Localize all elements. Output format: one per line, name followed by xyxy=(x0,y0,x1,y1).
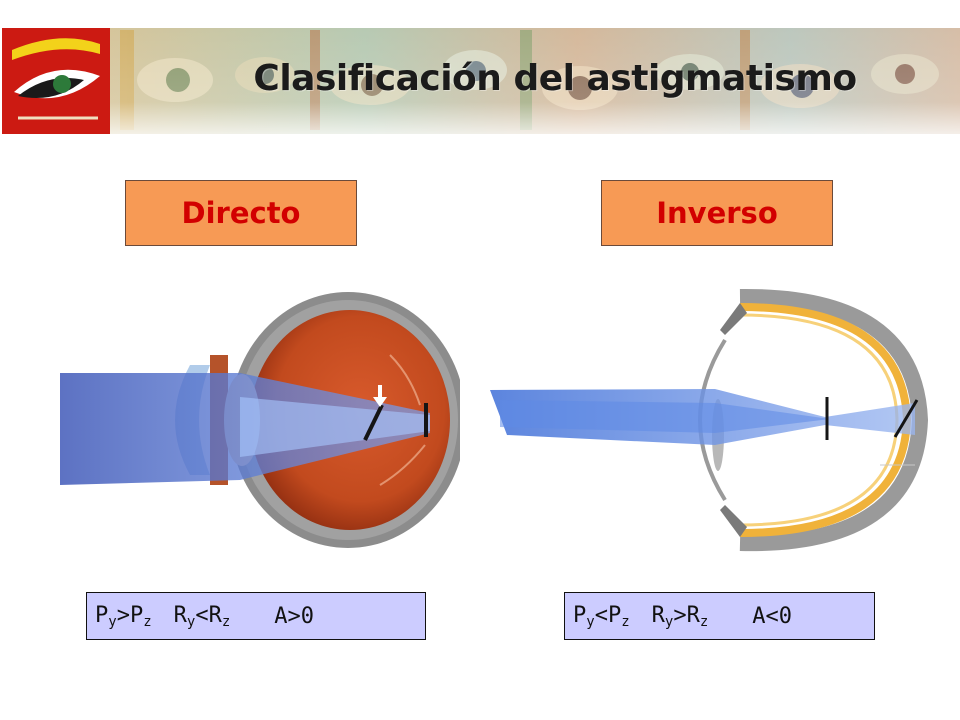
formula-direct: Py>Pz Ry<Rz A>0 xyxy=(86,592,426,640)
formula-term: Py<Pz xyxy=(573,602,630,630)
label-direct: Directo xyxy=(125,180,357,246)
page-title: Clasificación del astigmatismo xyxy=(253,58,857,99)
label-inverse: Inverso xyxy=(601,180,833,246)
banner-art xyxy=(2,28,960,134)
formula-term: Py>Pz xyxy=(95,602,152,630)
formula-term: A>0 xyxy=(274,603,314,629)
eye-schematic-diagram xyxy=(485,285,935,559)
formula-term: A<0 xyxy=(752,603,792,629)
formula-term: Ry>Rz xyxy=(651,602,709,630)
formula-inverse: Py<Pz Ry>Rz A<0 xyxy=(564,592,875,640)
header-banner: Clasificación del astigmatismo xyxy=(0,0,960,140)
formula-term: Ry<Rz xyxy=(173,602,231,630)
eye-cross-section-illustration xyxy=(60,285,466,559)
eye-logo-icon xyxy=(2,28,110,134)
